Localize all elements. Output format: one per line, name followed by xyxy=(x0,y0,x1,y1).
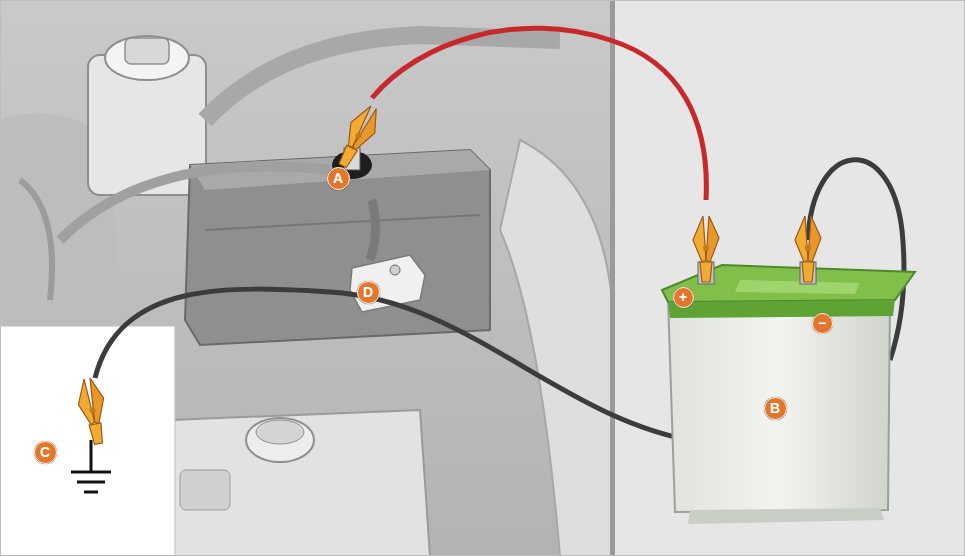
callout-letter: C xyxy=(34,441,57,464)
booster-panel xyxy=(614,0,965,556)
ground-inset xyxy=(0,326,175,556)
callout-letter: A xyxy=(327,167,350,190)
vehicle-battery xyxy=(185,150,490,345)
callout-letter: D xyxy=(357,281,380,304)
battery-rib xyxy=(205,215,480,230)
panel-divider xyxy=(610,0,615,556)
callout-letter: − xyxy=(812,313,833,334)
coolant-cap xyxy=(246,418,314,462)
jumper-clamp xyxy=(795,216,821,282)
reservoir-cap xyxy=(105,36,189,80)
wing-panel xyxy=(500,140,612,556)
battery-lid-side xyxy=(668,300,895,318)
bay-part xyxy=(180,470,230,510)
callout-letter: B xyxy=(764,397,787,420)
callout-letter: + xyxy=(673,287,694,308)
bay-ground xyxy=(0,0,612,556)
air-duct xyxy=(205,35,560,120)
ground-cable xyxy=(370,200,376,260)
ground-symbol xyxy=(71,440,111,492)
coolant-tank xyxy=(160,410,430,556)
jumper-clamp xyxy=(331,101,385,171)
jumper-clamp xyxy=(74,376,111,446)
battery-body xyxy=(668,298,890,512)
terminal-bolt xyxy=(390,265,400,275)
booster-battery xyxy=(662,262,915,524)
pipe xyxy=(20,180,52,300)
negative-cable xyxy=(95,289,700,442)
battery-base xyxy=(688,508,884,524)
battery-lid-ridge xyxy=(735,280,860,294)
jumper-clamp xyxy=(693,216,719,282)
reservoir-cap xyxy=(125,38,169,64)
positive-cable xyxy=(372,28,706,200)
engine-bay xyxy=(0,0,612,556)
cable-harness xyxy=(60,166,330,240)
coolant-cap xyxy=(256,420,304,444)
